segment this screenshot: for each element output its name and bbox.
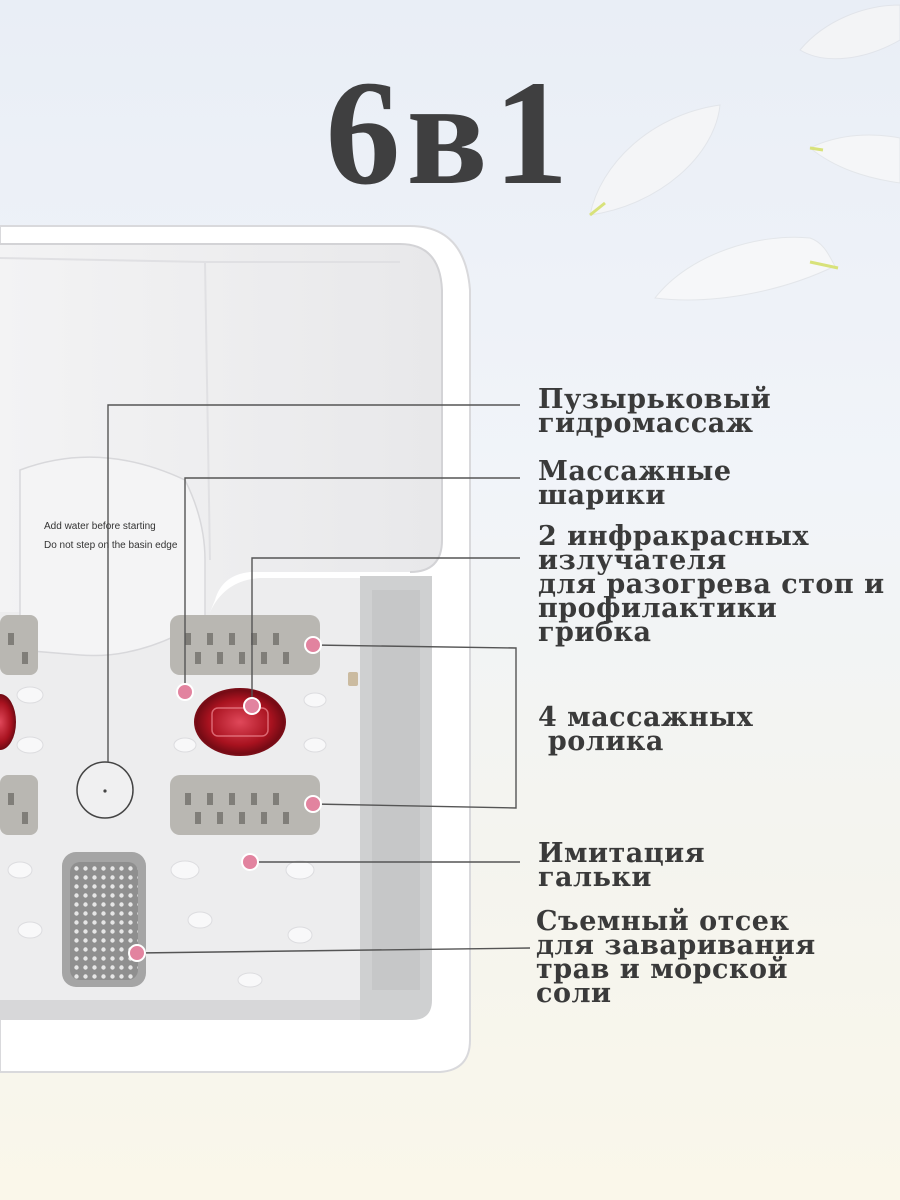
feature-label-pebbles: Имитация гальки: [538, 838, 706, 893]
feature-line: для разогрева стоп и: [538, 569, 885, 600]
petal-decoration: [589, 104, 721, 217]
roller-group: [0, 615, 320, 835]
feature-line: Имитация: [538, 838, 706, 869]
feature-line: гидромассаж: [538, 408, 754, 439]
basin-warning-text: Add water before starting Do not step on…: [44, 517, 177, 555]
feature-label-infrared: 2 инфракрасных излучателя для разогрева …: [538, 521, 885, 648]
petal-decoration: [809, 134, 900, 184]
product-title: 6в1: [325, 50, 575, 216]
feature-line: трав и морской: [536, 954, 789, 985]
feature-line: 2 инфракрасных: [538, 521, 809, 552]
feature-label-rollers: 4 массажных ролика: [538, 702, 754, 757]
feature-line: гальки: [538, 862, 652, 893]
petal-decoration: [799, 4, 900, 60]
feature-line: ролика: [538, 726, 664, 757]
feature-line: излучателя: [538, 545, 727, 576]
feature-label-herb-compartment: Съемный отсек для заваривания трав и мор…: [536, 906, 816, 1009]
basin-warning-line: Add water before starting: [44, 521, 156, 532]
feature-line: профилактики: [538, 593, 778, 624]
petal-decoration: [654, 236, 839, 301]
feature-line: Пузырьковый: [538, 384, 772, 415]
feature-line: Массажные: [538, 456, 732, 487]
feature-line: шарики: [538, 480, 666, 511]
feature-line: грибка: [538, 617, 652, 648]
feature-label-massage-balls: Массажные шарики: [538, 456, 732, 511]
feature-line: для заваривания: [536, 930, 816, 961]
feature-line: соли: [536, 978, 612, 1009]
feature-label-bubble-massage: Пузырьковый гидромассаж: [538, 384, 772, 439]
basin-warning-line: Do not step on the basin edge: [44, 540, 178, 551]
feature-line: 4 массажных: [538, 702, 754, 733]
feature-line: Съемный отсек: [536, 906, 790, 937]
